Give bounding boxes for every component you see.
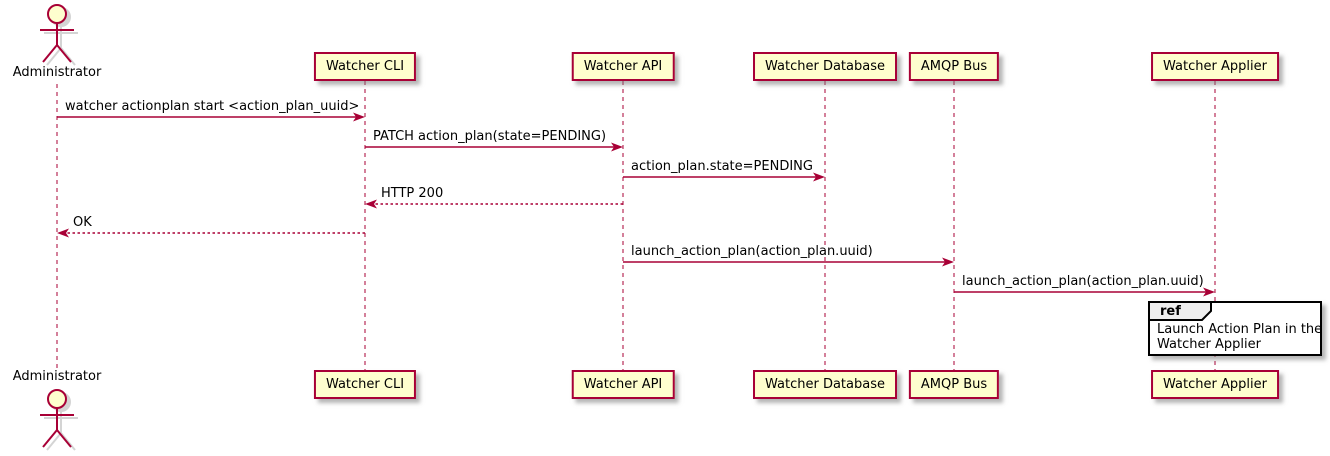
participant-top-amqp-bus: AMQP Bus xyxy=(908,52,1000,81)
message-label: launch_action_plan(action_plan.uuid) xyxy=(962,274,1204,289)
participant-bottom-watcher-api: Watcher API xyxy=(571,370,675,399)
actor-shadow xyxy=(46,47,62,66)
message-label: PATCH action_plan(state=PENDING) xyxy=(373,129,607,144)
participant-bottom-watcher-applier: Watcher Applier xyxy=(1151,370,1279,399)
participant-bottom-watcher-database: Watcher Database xyxy=(753,370,897,399)
message-label: launch_action_plan(action_plan.uuid) xyxy=(631,244,873,259)
participant-top-watcher-api: Watcher API xyxy=(571,52,675,81)
actor-icon-bottom xyxy=(40,389,74,448)
message-arrowhead-6 xyxy=(942,257,954,267)
message-label: action_plan.state=PENDING xyxy=(631,159,813,174)
participant-top-watcher-cli: Watcher CLI xyxy=(313,52,417,81)
message-arrowhead-7 xyxy=(1203,287,1215,297)
participant-top-watcher-database: Watcher Database xyxy=(753,52,897,81)
actor-line xyxy=(56,44,72,63)
message-arrowhead-5 xyxy=(57,228,69,238)
message-label: OK xyxy=(73,215,92,230)
participant-bottom-watcher-cli: Watcher CLI xyxy=(313,370,417,399)
actor-label-bottom-administrator: Administrator xyxy=(12,369,102,384)
ref-text-line: Watcher Applier xyxy=(1157,337,1261,352)
ref-tab-shape xyxy=(1148,301,1212,321)
actor-label-top-administrator: Administrator xyxy=(12,65,102,80)
participant-bottom-amqp-bus: AMQP Bus xyxy=(908,370,1000,399)
message-arrowhead-3 xyxy=(813,172,825,182)
message-arrowhead-4 xyxy=(365,199,377,209)
message-arrowhead-2 xyxy=(611,142,623,152)
actor-circle xyxy=(47,389,67,409)
actor-shadow xyxy=(60,47,76,66)
ref-text-line: Launch Action Plan in the xyxy=(1157,322,1323,337)
actor-line xyxy=(42,44,58,63)
actor-line xyxy=(42,429,58,448)
ref-tab xyxy=(1148,301,1212,321)
message-label: HTTP 200 xyxy=(381,186,444,201)
message-label: watcher actionplan start <action_plan_uu… xyxy=(65,99,360,114)
actor-shadow xyxy=(60,432,76,451)
actor-shadow xyxy=(46,432,62,451)
actor-icon-top xyxy=(40,4,74,63)
message-arrowhead-1 xyxy=(353,112,365,122)
participant-top-watcher-applier: Watcher Applier xyxy=(1151,52,1279,81)
actor-line xyxy=(56,429,72,448)
ref-keyword: ref xyxy=(1160,304,1181,319)
actor-circle xyxy=(47,4,67,24)
